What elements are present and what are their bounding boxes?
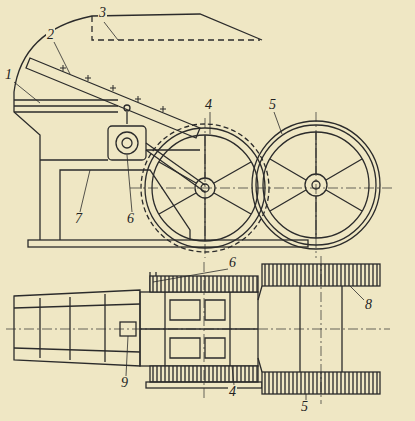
callout-number: 6 (126, 212, 135, 226)
callout-number: 5 (300, 400, 309, 414)
base-plate (28, 240, 308, 247)
frame (40, 150, 200, 240)
callout-number: 4 (204, 98, 213, 112)
callout-number: 8 (364, 298, 373, 312)
callout-number: 4 (228, 385, 237, 399)
callout-number: 6 (228, 256, 237, 270)
cover (14, 14, 262, 92)
callout-number: 5 (268, 98, 277, 112)
callout-number: 3 (98, 6, 107, 20)
callout-number: 2 (46, 28, 55, 42)
plan-frame (14, 290, 258, 366)
callout-number: 7 (74, 212, 83, 226)
bearing-block (108, 126, 146, 160)
callout-number: 1 (4, 68, 13, 82)
callout-number: 9 (120, 376, 129, 390)
cover-hidden (92, 16, 260, 40)
hopper-wall (14, 92, 40, 240)
leader-line (14, 22, 364, 400)
shaft (116, 132, 138, 154)
